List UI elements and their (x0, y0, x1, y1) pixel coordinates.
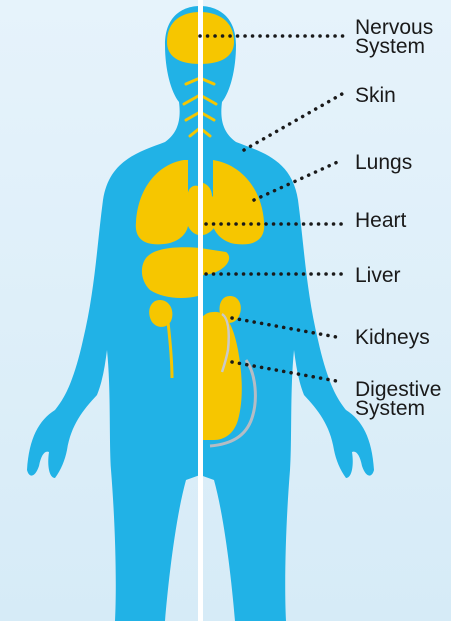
label-lungs: Lungs (355, 153, 412, 172)
label-heart: Heart (355, 211, 406, 230)
label-liver: Liver (355, 266, 401, 285)
label-kidneys: Kidneys (355, 328, 430, 347)
leader-skin (244, 94, 342, 150)
label-nervous-line2: System (355, 37, 433, 56)
label-skin: Skin (355, 86, 396, 105)
midline-divider (198, 0, 203, 621)
label-nervous-system: Nervous System (355, 18, 433, 56)
label-digestive-system: Digestive System (355, 380, 441, 418)
label-digestive-line2: System (355, 399, 441, 418)
